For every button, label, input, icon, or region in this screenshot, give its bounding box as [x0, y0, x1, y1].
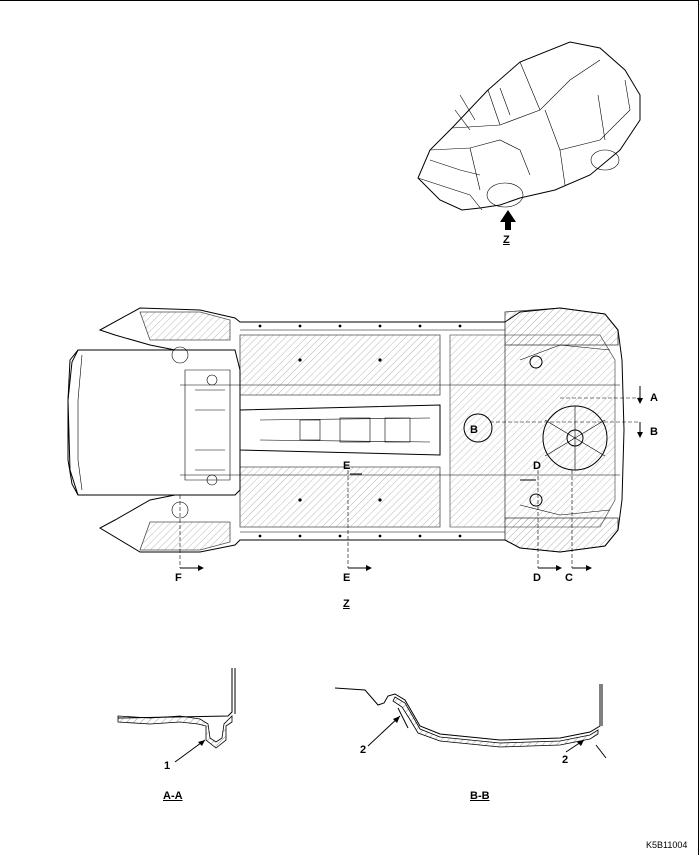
section-c-label: C [565, 572, 573, 584]
callout-1: 1 [164, 760, 171, 772]
section-aa-drawing [117, 668, 236, 763]
section-aa-title: A-A [163, 790, 183, 802]
callout-2-left: 2 [360, 744, 367, 756]
section-bb-drawing [334, 684, 607, 759]
section-e-bottom-label: E [343, 572, 351, 584]
section-d-bottom-label: D [533, 572, 541, 584]
section-lines [179, 386, 643, 571]
view-arrow-z [500, 210, 516, 230]
view-z-label-top: Z [503, 234, 510, 246]
section-a-label: A [650, 392, 658, 404]
section-b-tank-label: B [470, 424, 478, 436]
underbody-plan-view [67, 307, 625, 553]
section-f-label: F [175, 572, 182, 584]
callout-2-right: 2 [562, 754, 569, 766]
view-z-label-bottom: Z [343, 598, 350, 610]
section-d-mid-label: D [533, 460, 541, 472]
section-e-mid-label: E [343, 460, 351, 472]
drawing-code: K5B11004 [646, 840, 688, 850]
section-bb-title: B-B [470, 790, 490, 802]
car-body-isometric [417, 41, 641, 211]
section-b-label: B [650, 426, 658, 438]
